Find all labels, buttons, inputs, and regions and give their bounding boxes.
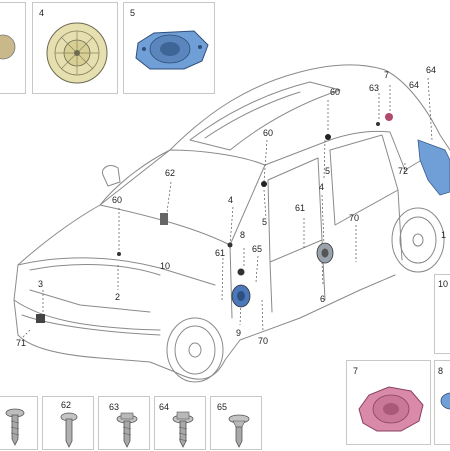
inset-number: 8 xyxy=(438,366,444,376)
callout-70: 70 xyxy=(258,336,269,346)
callout-72: 72 xyxy=(398,166,409,176)
inset-part-10: 10 xyxy=(434,274,450,354)
callout-71: 71 xyxy=(16,338,27,348)
screw-icon xyxy=(5,408,25,446)
callout-3: 3 xyxy=(38,279,44,289)
callout-8: 8 xyxy=(240,230,246,240)
callout-2: 2 xyxy=(115,292,121,302)
callout-60: 60 xyxy=(263,128,274,138)
callout-65: 65 xyxy=(252,244,263,254)
inset-part-5: 5 xyxy=(123,2,215,94)
inset-number: 62 xyxy=(61,400,72,410)
inset-part-4: 4 xyxy=(32,2,118,94)
inset-part-62: 62 xyxy=(42,396,94,450)
callout-70: 70 xyxy=(349,213,360,223)
screw-icon xyxy=(116,412,138,448)
inset-number: 4 xyxy=(39,8,45,18)
callout-5: 5 xyxy=(262,217,268,227)
inset-number: 7 xyxy=(353,366,359,376)
callout-61: 61 xyxy=(295,203,306,213)
part-10-marker xyxy=(160,213,168,225)
pink-speaker-icon xyxy=(358,386,424,432)
inset-number: 65 xyxy=(217,402,228,412)
inset-part-65: 65 xyxy=(210,396,262,450)
callout-61: 61 xyxy=(215,248,226,258)
speaker-part-icon xyxy=(440,392,450,410)
callout-64: 64 xyxy=(426,65,437,75)
inset-fastener-partial xyxy=(0,396,38,450)
tweeter-speaker-icon xyxy=(46,22,108,84)
inset-part-64: 64 xyxy=(154,396,206,450)
blue-speaker-icon xyxy=(135,30,209,70)
screw-icon xyxy=(60,412,78,448)
inset-number: 10 xyxy=(438,279,449,289)
callout-60: 60 xyxy=(112,195,123,205)
callout-62: 62 xyxy=(165,168,176,178)
callout-6: 6 xyxy=(320,294,326,304)
screw-icon xyxy=(172,411,194,448)
inset-part-8: 8 xyxy=(434,360,450,445)
callout-64: 64 xyxy=(409,80,420,90)
callout-10: 10 xyxy=(160,261,171,271)
inset-number: 63 xyxy=(109,402,120,412)
callout-1: 1 xyxy=(441,230,447,240)
callout-63: 63 xyxy=(369,83,380,93)
inset-part-7: 7 xyxy=(346,360,431,445)
inset-number: 64 xyxy=(159,402,170,412)
inset-part-63: 63 xyxy=(98,396,150,450)
inset-left-partial xyxy=(0,2,26,94)
callout-7: 7 xyxy=(384,70,390,80)
inset-number: 5 xyxy=(130,8,136,18)
callout-4: 4 xyxy=(319,182,325,192)
screw-icon xyxy=(228,414,250,448)
callout-60: 60 xyxy=(330,87,341,97)
speaker-part-icon xyxy=(0,34,16,60)
callout-5: 5 xyxy=(325,166,331,176)
callout-9: 9 xyxy=(236,328,242,338)
car-body-outline xyxy=(17,64,450,266)
callout-4: 4 xyxy=(228,195,234,205)
